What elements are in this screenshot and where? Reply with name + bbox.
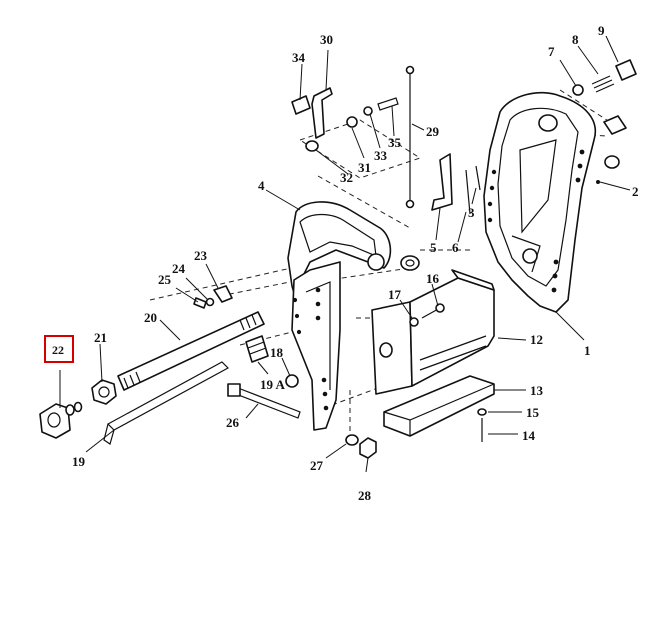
part-19a-grommet xyxy=(245,335,269,363)
callout-5: 5 xyxy=(430,240,437,255)
callout-19: 19 xyxy=(72,454,86,469)
part-32-washer xyxy=(305,140,319,152)
callout-2: 2 xyxy=(632,184,639,199)
part-6-pin xyxy=(465,169,471,215)
part-7-nut xyxy=(572,84,584,96)
callout-27: 27 xyxy=(310,458,324,473)
callout-33: 33 xyxy=(374,148,388,163)
part-23-clip xyxy=(213,285,233,303)
part-17-washer xyxy=(409,317,419,327)
callout-17: 17 xyxy=(388,287,402,302)
part-20-tilt-tube xyxy=(117,311,265,391)
part-3-cotter xyxy=(475,165,481,191)
part-1-holes xyxy=(487,149,585,293)
callout-35: 35 xyxy=(388,135,402,150)
part-12-clamp-box xyxy=(371,269,495,395)
callout-1: 1 xyxy=(584,343,591,358)
part-35-bolt xyxy=(377,97,399,111)
part-13-pad xyxy=(383,375,495,437)
callout-25: 25 xyxy=(158,272,172,287)
part-22-end-nut xyxy=(39,401,83,439)
callout-34: 34 xyxy=(292,50,306,65)
callout-3: 3 xyxy=(468,205,475,220)
callout-30: 30 xyxy=(320,32,333,47)
callout-13: 13 xyxy=(530,383,544,398)
part-28-nut xyxy=(359,437,377,459)
part-33-washer xyxy=(363,106,373,116)
part-18-bushing xyxy=(285,374,299,388)
part-21-nut xyxy=(91,379,117,405)
part-31-nut xyxy=(346,116,358,128)
callout-16: 16 xyxy=(426,271,440,286)
callout-31: 31 xyxy=(358,160,371,175)
callout-20: 20 xyxy=(144,310,157,325)
callout-32: 32 xyxy=(340,170,353,185)
part-27-washer xyxy=(345,434,359,446)
callout-8: 8 xyxy=(572,32,579,47)
callout-9: 9 xyxy=(598,23,605,38)
callout-labels: 22 21 20 19 19 A 18 26 25 24 23 4 34 30 … xyxy=(52,23,639,503)
part-5-plate xyxy=(431,153,453,211)
callout-15: 15 xyxy=(526,405,540,420)
callout-28: 28 xyxy=(358,488,372,503)
callout-4: 4 xyxy=(258,178,265,193)
callout-21: 21 xyxy=(94,330,107,345)
part-19-tilt-rod xyxy=(103,361,229,445)
part-30-lever xyxy=(311,87,333,139)
callout-12: 12 xyxy=(530,332,543,347)
part-29-rod xyxy=(405,65,415,209)
callout-18: 18 xyxy=(270,345,284,360)
part-9-knob xyxy=(615,59,637,81)
part-4-holes xyxy=(292,287,329,411)
callout-29: 29 xyxy=(426,124,440,139)
callout-highlight-box xyxy=(44,335,74,363)
part-4-swivel-bracket xyxy=(287,201,420,431)
callout-22: 22 xyxy=(52,343,64,357)
callout-14: 14 xyxy=(522,428,536,443)
callout-26: 26 xyxy=(226,415,240,430)
callout-6: 6 xyxy=(452,240,459,255)
callout-7: 7 xyxy=(548,44,555,59)
part-8-spring xyxy=(591,75,615,93)
callout-24: 24 xyxy=(172,261,186,276)
part-34-pin xyxy=(291,95,311,115)
part-26-bolt xyxy=(227,383,301,419)
callout-19a: 19 A xyxy=(260,377,286,392)
leader-lines xyxy=(59,35,631,473)
part-25-screw xyxy=(193,297,207,309)
callout-23: 23 xyxy=(194,248,208,263)
part-15-washer xyxy=(477,408,487,416)
part-2-small-washers xyxy=(596,115,627,184)
part-1-clamp-bracket xyxy=(483,92,597,313)
